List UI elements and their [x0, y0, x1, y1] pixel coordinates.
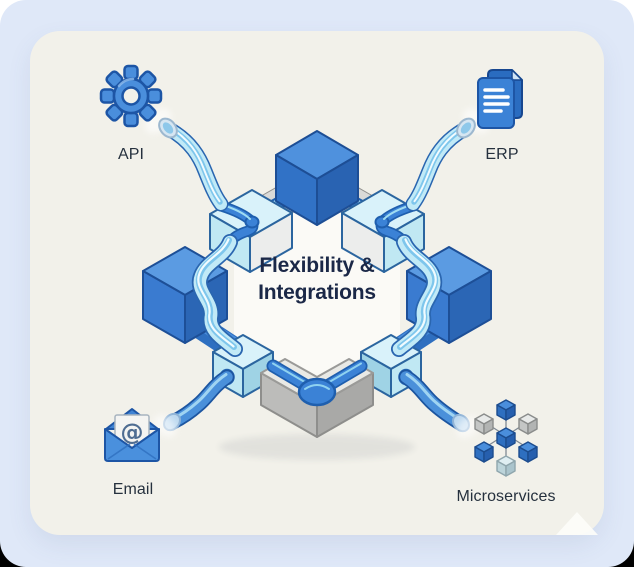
- documents-icon: [477, 69, 523, 129]
- node-label-api: API: [117, 146, 145, 163]
- svg-text:@: @: [121, 420, 144, 446]
- node-label-microservices: Microservices: [456, 488, 556, 505]
- center-title-line1: Flexibility &: [259, 254, 375, 277]
- open-envelope-icon: @: [104, 408, 160, 462]
- cubes-cluster-icon: [474, 399, 538, 477]
- gear-icon: [99, 64, 163, 128]
- node-label-email: Email: [112, 481, 154, 498]
- node-label-erp: ERP: [485, 146, 519, 163]
- center-title: Flexibility & Integrations: [207, 252, 427, 306]
- center-title-line2: Integrations: [258, 281, 376, 304]
